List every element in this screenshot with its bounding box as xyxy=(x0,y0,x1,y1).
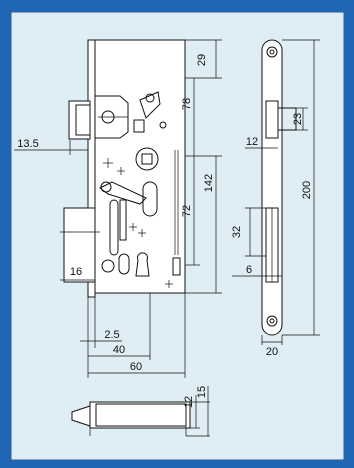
dim-12-bottom: 12 xyxy=(183,396,195,408)
cylinder-slot xyxy=(142,181,158,217)
dim-142: 142 xyxy=(203,174,215,192)
follower-hub xyxy=(135,147,159,171)
dim-6: 6 xyxy=(246,264,252,276)
keyhole xyxy=(135,252,150,277)
dim-16: 16 xyxy=(70,266,82,278)
dim-2-5: 2.5 xyxy=(104,329,119,341)
dim-78: 78 xyxy=(181,98,193,110)
dim-20: 20 xyxy=(266,346,278,358)
deadbolt xyxy=(63,207,96,283)
faceplate-side-view xyxy=(261,39,297,336)
dim-13-5: 13.5 xyxy=(17,138,38,150)
latch-opening xyxy=(265,100,279,139)
latch-bolt xyxy=(68,100,91,140)
dimension-lines-main xyxy=(14,39,222,378)
dimension-lines-bottom xyxy=(186,386,210,437)
screw-marks xyxy=(103,158,173,288)
faceplate-screw-top xyxy=(266,46,278,58)
dimension-lines-side xyxy=(232,39,320,345)
lock-body-front-view xyxy=(60,39,186,298)
latch-follower xyxy=(94,95,129,139)
dim-15: 15 xyxy=(196,386,208,398)
dim-40: 40 xyxy=(113,344,125,356)
dim-200: 200 xyxy=(301,181,313,199)
case-top xyxy=(89,401,191,429)
cam-lever xyxy=(99,181,147,205)
faceplate xyxy=(261,39,283,336)
lock-top-view xyxy=(71,401,191,436)
vertical-slot xyxy=(109,199,119,256)
follower-square xyxy=(141,153,153,165)
dim-60: 60 xyxy=(130,361,142,373)
dim-23: 23 xyxy=(292,113,304,125)
dim-32: 32 xyxy=(231,226,243,238)
dim-72: 72 xyxy=(181,205,193,217)
dim-12-plate: 12 xyxy=(246,136,258,148)
lower-pin xyxy=(101,259,115,273)
faceplate-screw-bottom xyxy=(266,315,278,327)
dim-29: 29 xyxy=(196,54,208,66)
